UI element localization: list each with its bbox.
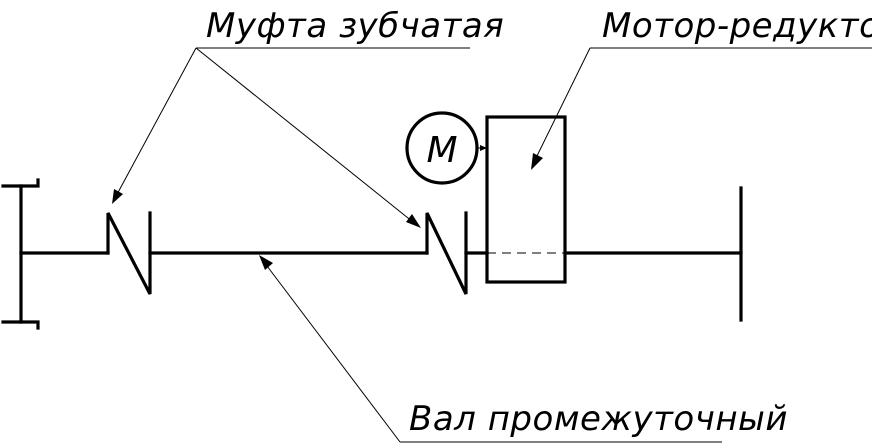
label-intermediate-shaft: Вал промежуточный bbox=[409, 399, 788, 439]
motor-symbol: М bbox=[405, 111, 487, 185]
motor-letter: М bbox=[426, 130, 457, 171]
leader-motor-reducer bbox=[531, 47, 872, 170]
gear-coupling-right bbox=[425, 211, 468, 295]
leader-intermediate-shaft bbox=[259, 255, 722, 443]
label-motor-reducer: Мотор-редуктор bbox=[602, 6, 872, 46]
gear-coupling-left bbox=[106, 211, 152, 295]
motor-reducer-body bbox=[485, 115, 567, 284]
leader-gear-coupling bbox=[112, 47, 470, 228]
label-gear-coupling: Муфта зубчатая bbox=[206, 6, 504, 46]
motor-connection-arrowhead bbox=[480, 145, 487, 151]
